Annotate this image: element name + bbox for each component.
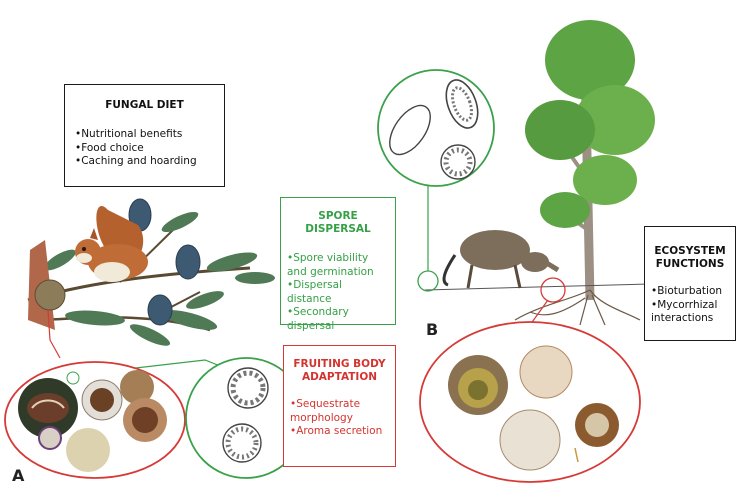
ecosystem-functions-box: ECOSYSTEM FUNCTIONS Bioturbation Mycorrh… (644, 226, 736, 341)
spore-dispersal-item: Secondary dispersal (287, 306, 389, 333)
dig-site-marker (417, 270, 439, 292)
ground-line (424, 283, 651, 291)
fungal-diet-item: Food choice (75, 142, 214, 156)
fungus-on-branch (28, 240, 66, 330)
connector-lines-b (427, 180, 549, 326)
truffles-b (448, 345, 619, 471)
tree (525, 20, 655, 301)
fungal-diet-box: FUNGAL DIET Nutritional benefits Food ch… (64, 84, 225, 187)
ecosystem-functions-title-2: FUNCTIONS (655, 258, 725, 270)
fungal-diet-item: Nutritional benefits (75, 128, 214, 142)
fungal-diet-item: Caching and hoarding (75, 155, 214, 169)
bandicoot (442, 230, 560, 289)
fruiting-body-item: Sequestrate morphology (290, 398, 389, 425)
spores-a (222, 367, 269, 463)
spores-b (389, 79, 479, 180)
fruiting-body-item: Aroma secretion (290, 425, 389, 439)
fruiting-body-title-2: ADAPTATION (301, 371, 378, 383)
spore-dispersal-item: Spore viability and germination (287, 252, 389, 279)
spore-dispersal-list: Spore viability and germination Dispersa… (287, 252, 389, 333)
spore-dispersal-title: SPORE DISPERSAL (305, 210, 371, 235)
panel-label-b: B (426, 320, 439, 339)
ecosystem-functions-list: Bioturbation Mycorrhizal interactions (651, 285, 729, 326)
conifer-needles (44, 211, 275, 346)
conifer-cones (128, 198, 201, 326)
ecosystem-functions-item: Mycorrhizal interactions (651, 299, 729, 326)
ecosystem-functions-title-1: ECOSYSTEM (654, 245, 726, 257)
spore-dispersal-box: SPORE DISPERSAL Spore viability and germ… (280, 197, 396, 332)
tree-roots (514, 289, 641, 326)
truffles-a (18, 370, 167, 472)
spore-dispersal-item: Dispersal distance (287, 279, 389, 306)
panel-label-a: A (12, 466, 25, 485)
fungal-diet-list: Nutritional benefits Food choice Caching… (75, 128, 214, 169)
squirrel (75, 205, 148, 282)
root-truffle-marker (540, 277, 566, 303)
fungal-diet-title: FUNGAL DIET (105, 99, 184, 111)
fruiting-body-list: Sequestrate morphology Aroma secretion (290, 398, 389, 439)
fruiting-body-box: FRUITING BODY ADAPTATION Sequestrate mor… (283, 345, 396, 467)
fruiting-body-title-1: FRUITING BODY (293, 358, 386, 370)
ecosystem-functions-item: Bioturbation (651, 285, 729, 299)
